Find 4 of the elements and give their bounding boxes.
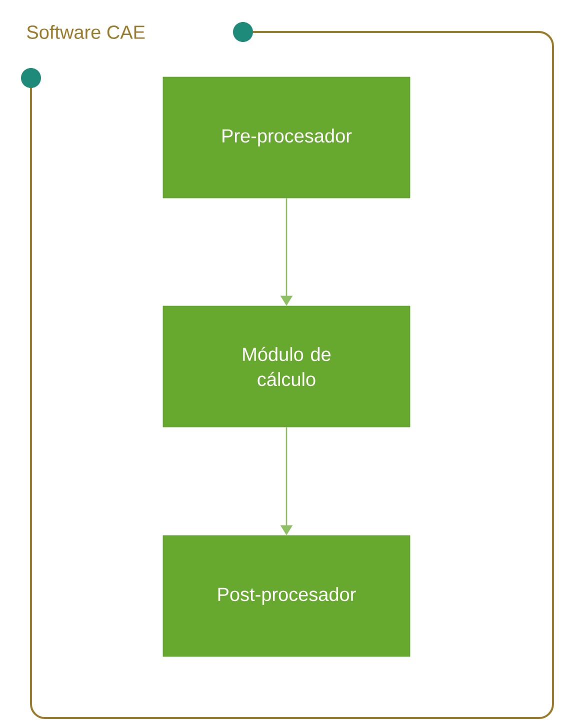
process-box: Módulo de cálculo (162, 306, 410, 428)
process-box: Post-procesador (162, 535, 410, 657)
process-box: Pre-procesador (162, 76, 410, 198)
node-label: Software CAE (27, 25, 145, 39)
